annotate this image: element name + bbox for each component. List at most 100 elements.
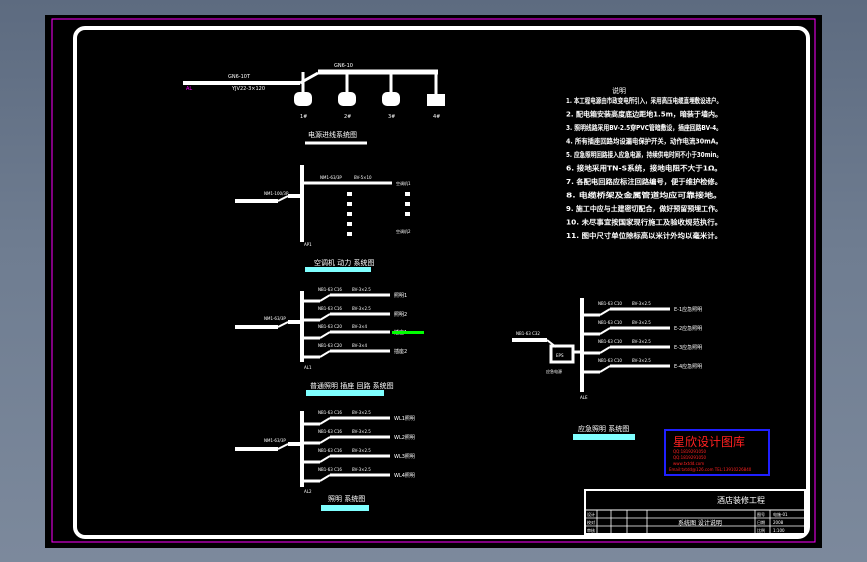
top-distribution: GN6-10T AL YJV22-3×120 GN6-10 1# 2# 3# 4… (183, 63, 445, 145)
light-branch-cable: BV-3×4 (352, 324, 367, 329)
ac-caption: 空调机 动力 系统图 (314, 258, 374, 267)
socket-branch-switch (319, 474, 331, 482)
title-block-frame (584, 489, 806, 535)
socket-branch-breaker: NB1-63 C16 (318, 467, 342, 472)
ac-output-2: 空调机2 (396, 228, 411, 234)
socket-branch-cable: BV-3×2.5 (352, 410, 371, 415)
socket-caption: 照明 系统图 (328, 494, 365, 503)
emergency-caption: 应急照明 系统图 (578, 424, 629, 433)
light-branch-switch (319, 331, 331, 339)
emergency-branch-switch (599, 327, 611, 335)
stamp-line-2: QQ:1819291050 (673, 455, 707, 460)
light-branch-output: 照明1 (394, 293, 407, 299)
emergency-source: 应急电源 (546, 368, 562, 374)
socket-branch-switch (319, 417, 331, 425)
light-branch-breaker: NB1-63 C20 (318, 343, 342, 348)
stamp-title: 星欣设计图库 (673, 434, 745, 449)
light-branch-output: 照明2 (394, 312, 407, 318)
notes-line: 4. 所有插座回路均设漏电保护开关，动作电流30mA。 (566, 137, 722, 146)
notes-line: 11. 图中尺寸单位除标高以米计外均以毫米计。 (566, 231, 722, 240)
right-value-2: 2008 (773, 520, 784, 525)
socket-branch-output: WL2照明 (394, 435, 415, 441)
project-name: 酒店装修工程 (717, 495, 765, 505)
drops (294, 72, 445, 106)
green-marker (392, 331, 424, 334)
light-branch-cable: BV-3×4 (352, 343, 367, 348)
eps-box (549, 344, 575, 364)
terminal-label-4: 4# (433, 114, 440, 120)
socket-incoming: NM1-63/3P (264, 438, 286, 443)
emergency-panel-tag: ALE (580, 395, 588, 400)
light-branch-switch (319, 313, 331, 321)
emergency-incoming: NB1-63 C32 (516, 331, 540, 336)
notes-line: 2. 配电箱安装高度底边距地1.5m，暗装于墙内。 (566, 110, 722, 119)
emergency-branch-output: E-3应急照明 (674, 344, 702, 351)
socket-branch-output: WL4照明 (394, 473, 415, 479)
terminal-4 (427, 94, 445, 106)
notes-line: 10. 未尽事宜按国家现行施工及验收规范执行。 (566, 218, 722, 227)
light-branch-cable: BV-3×2.5 (352, 306, 371, 311)
eps-label: EPS (556, 353, 564, 358)
socket-branch-switch (319, 436, 331, 444)
socket-branch-breaker: NB1-63 C16 (318, 448, 342, 453)
right-value-3: 1:100 (773, 528, 785, 533)
ac-dots (347, 192, 410, 236)
ac-branch-cable: BV-5×10 (354, 175, 372, 180)
ac-branch-breaker: NM1-63/3P (320, 175, 342, 180)
socket-branch-output: WL1照明 (394, 416, 415, 422)
emergency-branch-switch (599, 365, 611, 373)
notes-line: 1. 本工程电源由市政变电所引入，采用高压电缆直埋敷设进户。 (566, 96, 722, 105)
light-branch-breaker: NB1-63 C16 (318, 287, 342, 292)
light-incoming: NM1-63/3P (264, 316, 286, 321)
emergency-branch-cable: BV-3×2.5 (632, 320, 651, 325)
ac-incoming: NM1-100/3P (264, 191, 289, 196)
light-branch-switch (319, 350, 331, 358)
socket-caption-bar (321, 505, 369, 511)
emergency-branch-output: E-1应急照明 (674, 306, 702, 313)
emergency-branch-cable: BV-3×2.5 (632, 358, 651, 363)
socket-branch-breaker: NB1-63 C16 (318, 410, 342, 415)
row-label-3: 审核 (587, 527, 595, 533)
notes-line: 9. 施工中应与土建密切配合，做好预留预埋工作。 (566, 204, 722, 213)
outer-frame (51, 18, 816, 543)
notes-line: 6. 接地采用TN-S系统，接地电阻不大于1Ω。 (566, 164, 722, 173)
panel-ac: NM1-100/3P NM1-63/3P BV-5×10 空调机1 空调机2 A… (235, 165, 411, 272)
emergency-branch-cable: BV-3×2.5 (632, 301, 651, 306)
notes-line: 3. 照明线路采用BV-2.5穿PVC管暗敷设，插座回路BV-4。 (566, 123, 722, 132)
emergency-branch-breaker: NB1-63 C10 (598, 339, 622, 344)
notes-line: 7. 各配电回路应标注回路编号，便于维护检修。 (566, 177, 722, 186)
light-caption: 普通照明 插座 回路 系统图 (310, 381, 394, 390)
socket-branch-breaker: NB1-63 C16 (318, 429, 342, 434)
notes-line: 5. 应急照明回路接入应急电源，持续供电时间不小于30min。 (566, 150, 722, 159)
emergency-branch-output: E-2应急照明 (674, 325, 702, 332)
terminal-1 (294, 92, 312, 106)
ac-panel-tag: AP1 (304, 242, 312, 247)
light-panel-tag: AL1 (304, 365, 312, 370)
right-label-1: 图号 (757, 511, 765, 517)
terminal-label-1: 1# (300, 114, 307, 120)
ac-output-1: 空调机1 (396, 180, 411, 186)
watermark-stamp: 星欣设计图库 QQ:1819291050 QQ:1819291050 www.t… (664, 429, 770, 476)
drawing-name: 系统图 设计说明 (678, 519, 722, 527)
socket-branch-output: WL3照明 (394, 454, 415, 460)
light-branch-breaker: NB1-63 C20 (318, 324, 342, 329)
light-branch-output: 插座2 (394, 348, 407, 355)
stamp-line-4: Email:txtdd@126.com TEL:13910226840 (669, 467, 752, 472)
emergency-branch-output: E-4应急照明 (674, 363, 702, 370)
terminal-3 (382, 92, 400, 106)
light-branch-cable: BV-3×2.5 (352, 287, 371, 292)
right-label-3: 比例 (757, 527, 765, 533)
right-value-1: 电施-01 (773, 511, 788, 517)
branch-tag: GN6-10 (334, 63, 353, 69)
left-tag-magenta: AL (186, 86, 192, 92)
socket-branch-cable: BV-3×2.5 (352, 429, 371, 434)
title-block: 酒店装修工程 系统图 设计说明 设计 校对 审核 图号 日期 比例 电施-01 … (584, 489, 806, 535)
terminal-2 (338, 92, 356, 106)
socket-panel-tag: AL2 (304, 489, 312, 494)
